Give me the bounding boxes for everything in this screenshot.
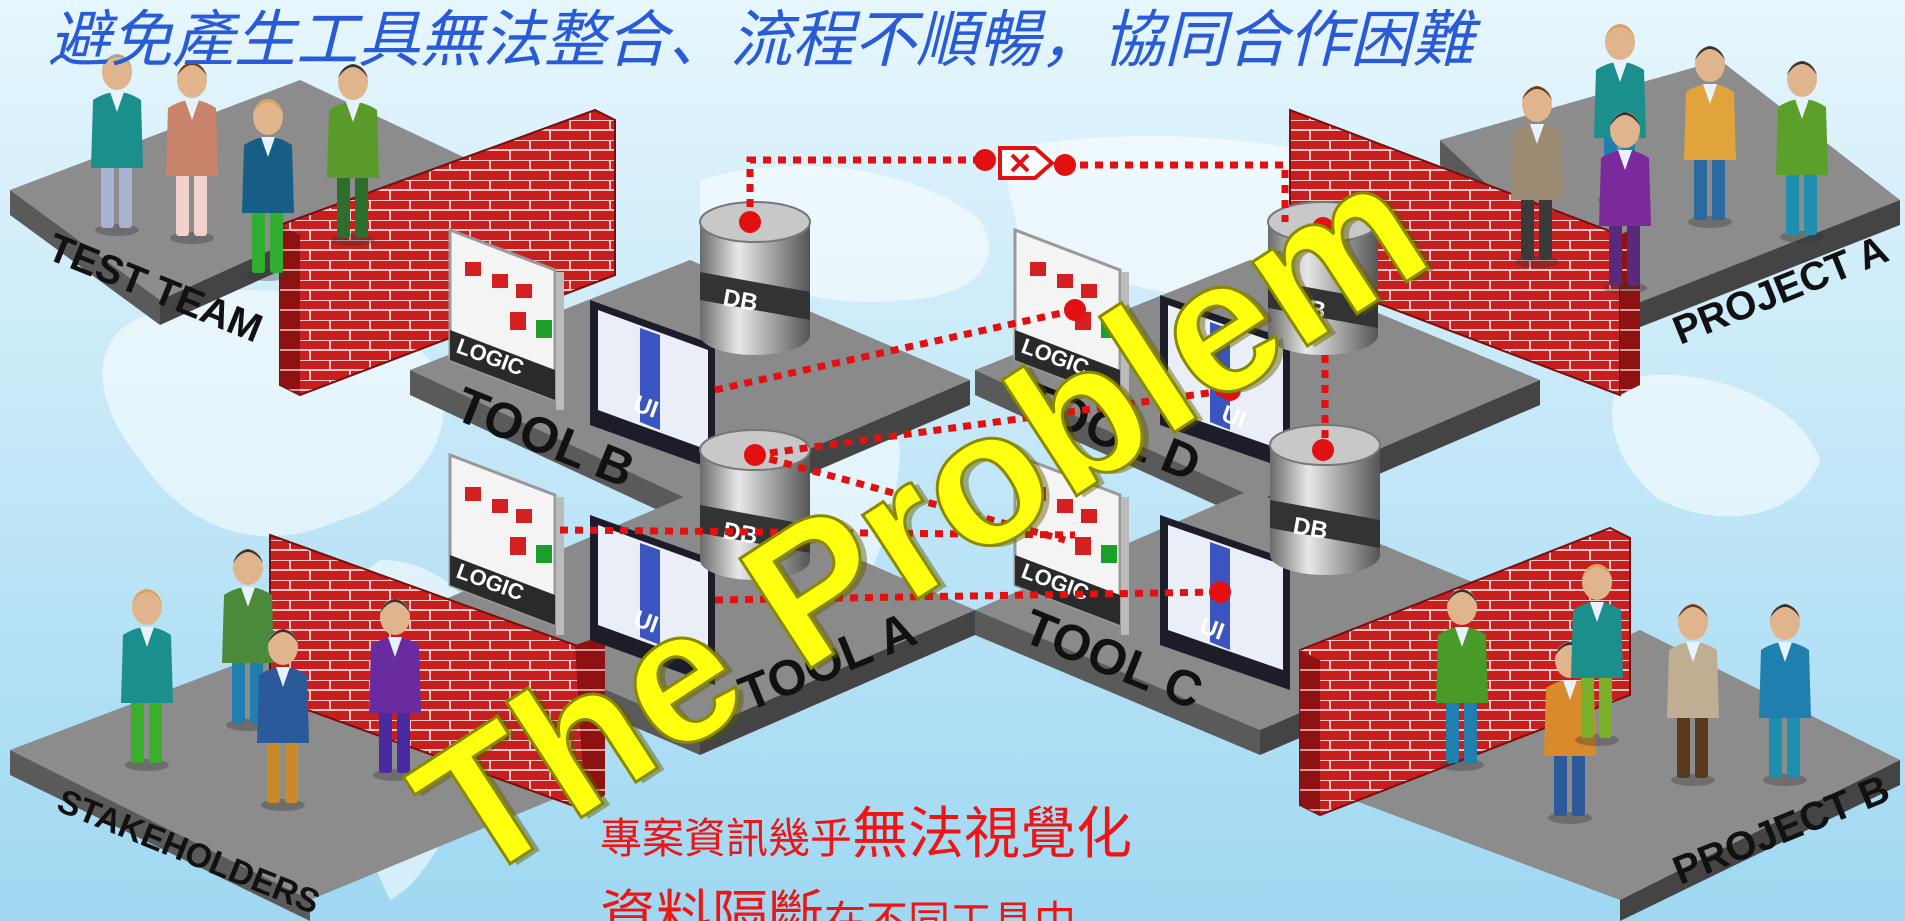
connector-dots xyxy=(739,149,1334,603)
footer-line-2: 資料隔斷在不同工具中 xyxy=(600,883,1300,921)
person-icon-project-b-1 xyxy=(1436,589,1488,771)
person-icon-test-team-4 xyxy=(327,64,379,246)
person-icon-project-b-3 xyxy=(1571,564,1623,746)
person-icon-test-team-1 xyxy=(91,54,143,236)
connector-db-a-to-ui-d xyxy=(754,386,1231,459)
logic-board-tool-b: LOGIC xyxy=(448,227,564,410)
person-icon-project-b-4 xyxy=(1667,604,1719,786)
db-label-tool-d: DB xyxy=(1289,292,1328,325)
headline: 避免產生工具無法整合、流程不順暢，協同合作困難 xyxy=(48,3,1475,76)
footer-line-1-small: 專案資訊幾乎 xyxy=(600,814,853,863)
footer-notes: 專案資訊幾乎無法視覺化 資料隔斷在不同工具中 xyxy=(600,800,1300,921)
connector-db-b-to-db-d xyxy=(746,156,1289,222)
db-cylinder-tool-c: DB xyxy=(1269,424,1381,575)
person-icon-project-a-5 xyxy=(1776,61,1828,243)
connector-ui-b-to-logic-d xyxy=(714,306,1076,394)
platform-project-b: PROJECT B xyxy=(1300,630,1900,921)
person-icon-stakeholders-1 xyxy=(121,589,173,771)
footer-line-1-big: 無法視覺化 xyxy=(852,802,1133,867)
person-icon-test-team-3 xyxy=(242,99,294,281)
person-icon-test-team-2 xyxy=(166,62,218,244)
person-icon-project-b-5 xyxy=(1759,604,1811,786)
person-icon-project-a-3 xyxy=(1599,112,1651,294)
broken-link-icon xyxy=(998,146,1056,180)
connector-ui-a-to-ui-c xyxy=(714,588,1221,604)
ui-screen-tool-a: UI xyxy=(590,515,715,685)
person-icon-project-a-4 xyxy=(1684,46,1736,228)
tool-b-components: LOGIC UI DB xyxy=(448,201,811,470)
db-cylinder-tool-d: DB xyxy=(1267,201,1379,355)
footer-line-2-small: 在不同工具中 xyxy=(824,897,1076,921)
logic-board-tool-a: LOGIC xyxy=(448,452,564,635)
person-icon-project-a-1 xyxy=(1511,86,1563,268)
person-icon-stakeholders-4 xyxy=(369,599,421,781)
connectors xyxy=(559,156,1329,604)
brick-wall-test-team xyxy=(279,108,616,397)
footer-line-2-big: 資料隔斷 xyxy=(600,885,824,921)
tool-a-components: LOGIC UI DB xyxy=(448,429,811,685)
ui-screen-tool-b: UI xyxy=(590,300,715,470)
db-label-tool-c: DB xyxy=(1291,512,1330,545)
db-label-tool-b: DB xyxy=(721,284,760,317)
person-icon-stakeholders-3 xyxy=(257,629,309,811)
footer-line-1: 專案資訊幾乎無法視覺化 xyxy=(600,800,1300,883)
connector-logic-a-to-logic-c xyxy=(559,526,1076,539)
